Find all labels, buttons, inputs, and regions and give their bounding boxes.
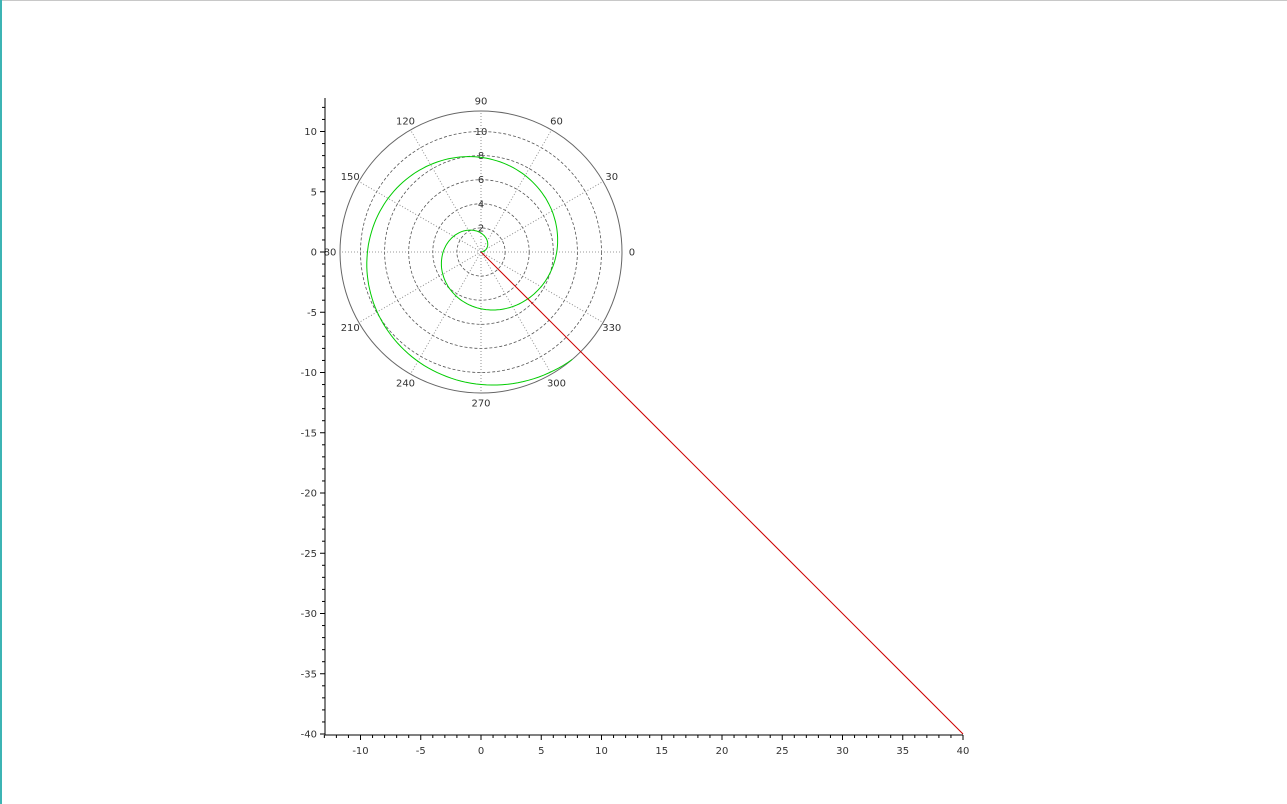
series-red-line	[480, 251, 964, 735]
polar-spoke-line	[480, 251, 604, 323]
y-tick-label: -10	[301, 368, 317, 379]
x-tick-label: 20	[716, 746, 729, 757]
y-tick-label: 0	[311, 248, 317, 259]
polar-spoke-line	[480, 251, 552, 375]
window-left-border	[0, 0, 2, 804]
y-tick-label: -20	[301, 489, 317, 500]
y-tick-label: -15	[301, 428, 317, 439]
x-tick-label: 5	[538, 746, 544, 757]
y-tick-label: 10	[304, 127, 317, 138]
y-tick-label: -25	[301, 549, 317, 560]
polar-radius-label: 8	[478, 151, 484, 162]
polar-labels: 0 30 60 90 120 150 80 210 240 270 300 330 2 4 6 8 10	[324, 97, 636, 410]
polar-radius-label: 4	[478, 199, 484, 210]
polar-angle-label: 60	[550, 117, 563, 128]
polar-angle-label: 120	[396, 117, 415, 128]
window-top-border	[0, 0, 1287, 1]
polar-spoke-line	[358, 181, 482, 253]
polar-outer-circle	[339, 110, 623, 394]
polar-spoke-line	[480, 129, 552, 253]
polar-grid	[339, 110, 623, 394]
x-tick-label: 35	[896, 746, 909, 757]
x-tick-label: 0	[478, 746, 484, 757]
polar-angle-label: 330	[602, 323, 621, 334]
polar-radius-label: 6	[478, 175, 484, 186]
series-spiral-line	[366, 156, 573, 386]
polar-angle-label: 0	[629, 248, 635, 259]
polar-spoke-line	[410, 251, 482, 375]
polar-spoke-line	[358, 251, 482, 323]
x-tick-label: 15	[655, 746, 668, 757]
y-tick-label: -40	[301, 730, 317, 741]
polar-radius-label: 2	[478, 223, 484, 234]
polar-spoke-line	[480, 181, 604, 253]
y-tick-label: 5	[311, 187, 317, 198]
polar-radius-label: 10	[475, 127, 488, 138]
x-tick-label: -10	[352, 746, 368, 757]
y-tick-label: -5	[307, 308, 317, 319]
polar-angle-label: 240	[396, 378, 415, 389]
polar-angle-label: 270	[471, 398, 490, 409]
y-tick-label: -30	[301, 609, 317, 620]
polar-angle-label: 90	[475, 97, 488, 108]
polar-angle-label: 300	[547, 378, 566, 389]
x-tick-label: 30	[836, 746, 849, 757]
x-tick-label: 40	[957, 746, 970, 757]
polar-spoke-line	[410, 129, 482, 253]
x-tick-label: 10	[595, 746, 608, 757]
polar-angle-label: 210	[341, 323, 360, 334]
x-tick-label: 25	[776, 746, 789, 757]
polar-angle-label: 30	[605, 172, 618, 183]
x-tick-label: -5	[416, 746, 426, 757]
polar-angle-label: 80	[324, 248, 337, 259]
y-tick-label: -35	[301, 669, 317, 680]
polar-angle-label: 150	[341, 172, 360, 183]
series-layer	[366, 156, 964, 735]
